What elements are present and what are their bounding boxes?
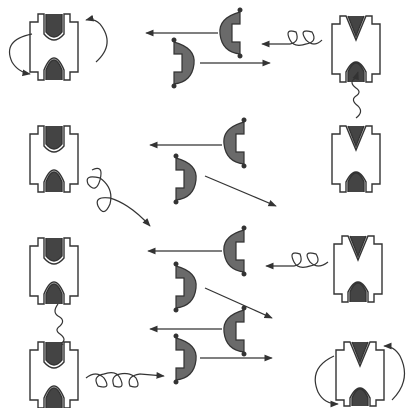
rotation-arrow-left-row1 [8, 33, 33, 77]
upper-dome-molecule-row4 [223, 305, 247, 357]
right-rotor-row4 [335, 341, 385, 407]
rotation-arrow-left-row4 [314, 355, 339, 408]
upper-dome-molecule-row1 [219, 7, 243, 59]
coil-row1 [261, 30, 323, 48]
coil-row3 [265, 252, 329, 270]
coil-row4 [85, 372, 165, 388]
u-shape-icon [29, 13, 79, 81]
left-rotor-row3 [29, 237, 79, 305]
lower-dome-molecule-row3 [173, 261, 197, 313]
right-rotor-row2 [331, 125, 381, 193]
arrow-to-right-row2 [204, 175, 277, 207]
lower-dome-molecule-row1 [171, 37, 195, 89]
lower-dome-molecule-row2 [173, 153, 197, 205]
vertical-coil-left [54, 303, 65, 351]
lower-dome-molecule-row4 [173, 333, 197, 385]
right-rotor-row1 [331, 15, 381, 83]
right-rotor-row3 [333, 235, 383, 303]
rotation-arrow-right-row1 [85, 14, 108, 63]
upper-dome-molecule-row2 [223, 117, 247, 169]
left-rotor-row4 [29, 341, 79, 408]
left-rotor-row1 [29, 13, 79, 81]
rotation-arrow-right-row4 [383, 342, 406, 401]
arrow-to-right-row3 [204, 287, 273, 319]
upper-dome-molecule-row3 [223, 225, 247, 277]
coil-row2 [86, 167, 151, 227]
vertical-coil-right [351, 71, 362, 119]
left-rotor-row2 [29, 125, 79, 193]
